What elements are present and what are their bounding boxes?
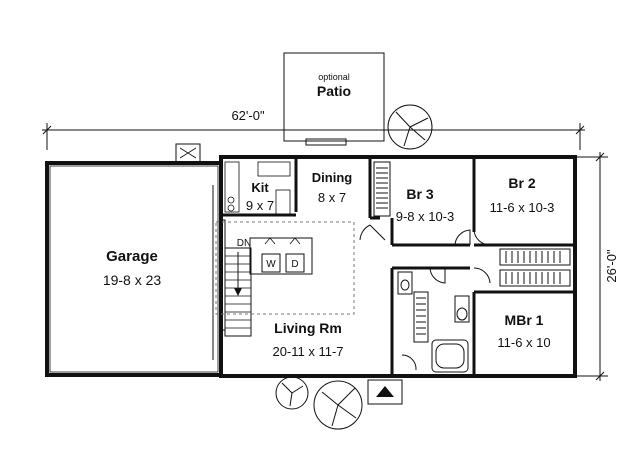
- depth-dimension-label: 26'-0": [604, 249, 619, 283]
- kitchen-size: 9 x 7: [246, 198, 274, 213]
- dining: Dining 8 x 7: [305, 138, 352, 205]
- washer: [261, 253, 281, 273]
- closet-br3: [373, 161, 391, 217]
- dryer: [285, 253, 305, 273]
- patio-area: optional Patio: [283, 52, 385, 142]
- closet-hall: [413, 291, 429, 343]
- mbr1-label: MBr 1: [505, 312, 544, 328]
- patio-note: optional: [318, 72, 350, 82]
- bedroom-3: Br 3 9-8 x 10-3: [396, 186, 455, 224]
- dining-label: Dining: [312, 170, 352, 185]
- entry-marker: [367, 379, 403, 405]
- br3-size: 9-8 x 10-3: [396, 209, 455, 224]
- shrub-icon: [275, 376, 309, 410]
- living-size: 20-11 x 11-7: [272, 344, 343, 359]
- house-exterior: [219, 155, 577, 378]
- garage: Garage 19-8 x 23: [45, 143, 223, 377]
- stairway: [224, 247, 252, 337]
- garage-label: Garage: [106, 248, 158, 265]
- dryer-label: D: [291, 259, 298, 270]
- br2-label: Br 2: [508, 175, 535, 191]
- master-bedroom: MBr 1 11-6 x 10: [497, 312, 550, 350]
- tree-icon: [313, 380, 363, 430]
- stair-label: DN: [237, 238, 251, 249]
- washer-label: W: [266, 259, 276, 270]
- closet-br2: [499, 248, 571, 266]
- depth-dimension: 26'-0": [575, 152, 619, 381]
- door-swings: [359, 224, 491, 371]
- garage-size: 19-8 x 23: [103, 272, 162, 288]
- dining-size: 8 x 7: [318, 190, 346, 205]
- kitchen-label: Kit: [251, 180, 269, 195]
- closet-mbr: [499, 269, 571, 287]
- kitchen: Kit 9 x 7: [224, 161, 291, 215]
- width-dimension-label: 62'-0": [231, 108, 265, 123]
- interior-walls: [221, 157, 575, 376]
- mbr1-size: 11-6 x 10: [497, 335, 550, 350]
- bathroom: [397, 271, 470, 373]
- width-dimension: 62'-0": [42, 108, 585, 150]
- br2-size: 11-6 x 10-3: [490, 200, 555, 215]
- living-label: Living Rm: [274, 320, 342, 336]
- living-room: DN W D Living Rm 20-11 x 11-7: [215, 219, 355, 359]
- tree-icon: [387, 104, 433, 150]
- br3-label: Br 3: [406, 186, 433, 202]
- patio-label: Patio: [317, 83, 351, 99]
- bedroom-2: Br 2 11-6 x 10-3: [490, 175, 555, 215]
